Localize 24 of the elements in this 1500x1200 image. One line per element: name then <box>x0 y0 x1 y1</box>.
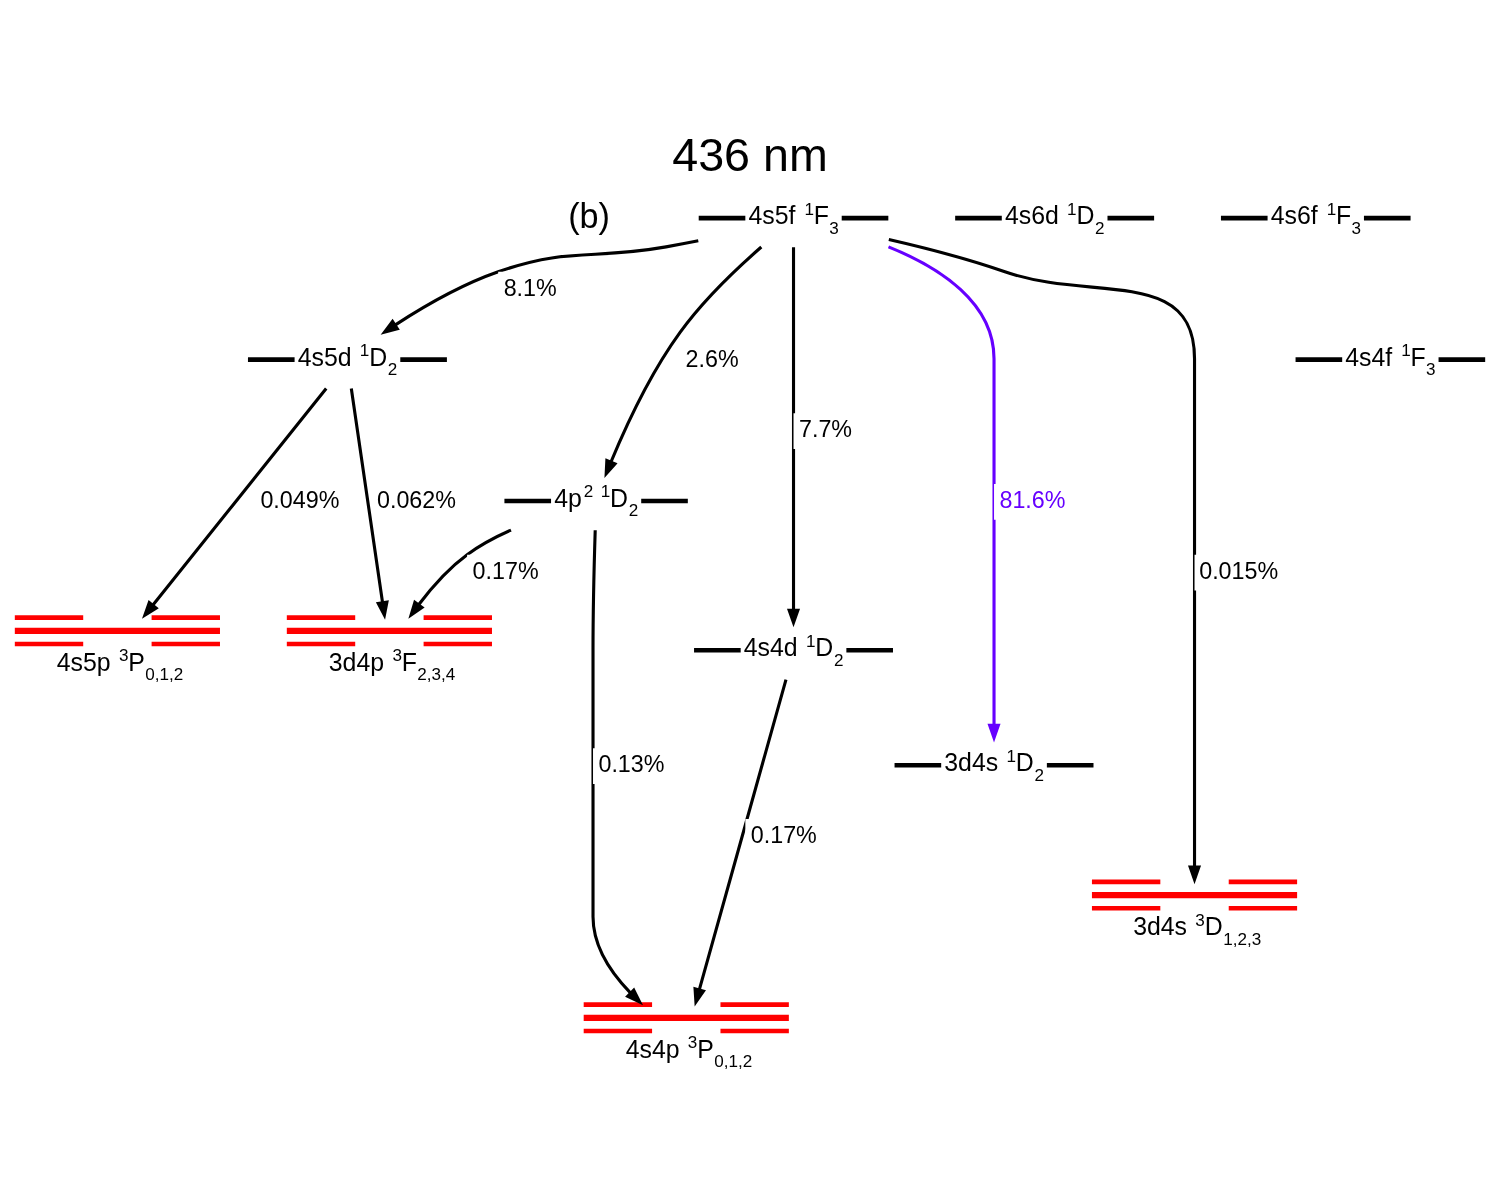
edge-label: 0.13% <box>598 750 665 777</box>
node-label: 3d4s $^{1}$D$_{2}$ <box>944 746 1044 785</box>
edge-label: 0.049% <box>260 486 340 513</box>
node-label: 4s4p $^{3}$P$_{0,1,2}$ <box>625 1032 753 1071</box>
diagram-title: 436 nm <box>672 128 828 181</box>
node-label: 4s6d $^{1}$D$_{2}$ <box>1004 199 1105 238</box>
node-label: 4s4f $^{1}$F$_{3}$ <box>1345 340 1436 379</box>
edge-label: 0.17% <box>472 557 539 584</box>
node-label: 3d4s $^{3}$D$_{1,2,3}$ <box>1133 910 1262 949</box>
node-label: 4s4d $^{1}$D$_{2}$ <box>743 631 844 670</box>
edge-label: 2.6% <box>685 345 739 372</box>
edge-label: 8.1% <box>503 274 557 301</box>
label: (b) <box>568 196 610 235</box>
node-label: 4s5p $^{3}$P$_{0,1,2}$ <box>56 645 184 684</box>
edge-label: 7.7% <box>798 415 853 442</box>
edge-label: 0.015% <box>1199 557 1279 584</box>
node-label: 3d4p $^{3}$F$_{2,3,4}$ <box>328 645 456 684</box>
edge-label: 0.062% <box>376 486 456 513</box>
edge-label: 0.17% <box>750 821 817 848</box>
edge-label: 81.6% <box>999 486 1066 513</box>
node-label: 4s6f $^{1}$F$_{3}$ <box>1270 199 1362 238</box>
node-label: 4s5f $^{1}$F$_{3}$ <box>748 199 839 238</box>
node-label: 4s5d $^{1}$D$_{2}$ <box>297 340 398 379</box>
node-label: 4p$^{2}$ $^{1}$D$_{2}$ <box>554 481 639 520</box>
